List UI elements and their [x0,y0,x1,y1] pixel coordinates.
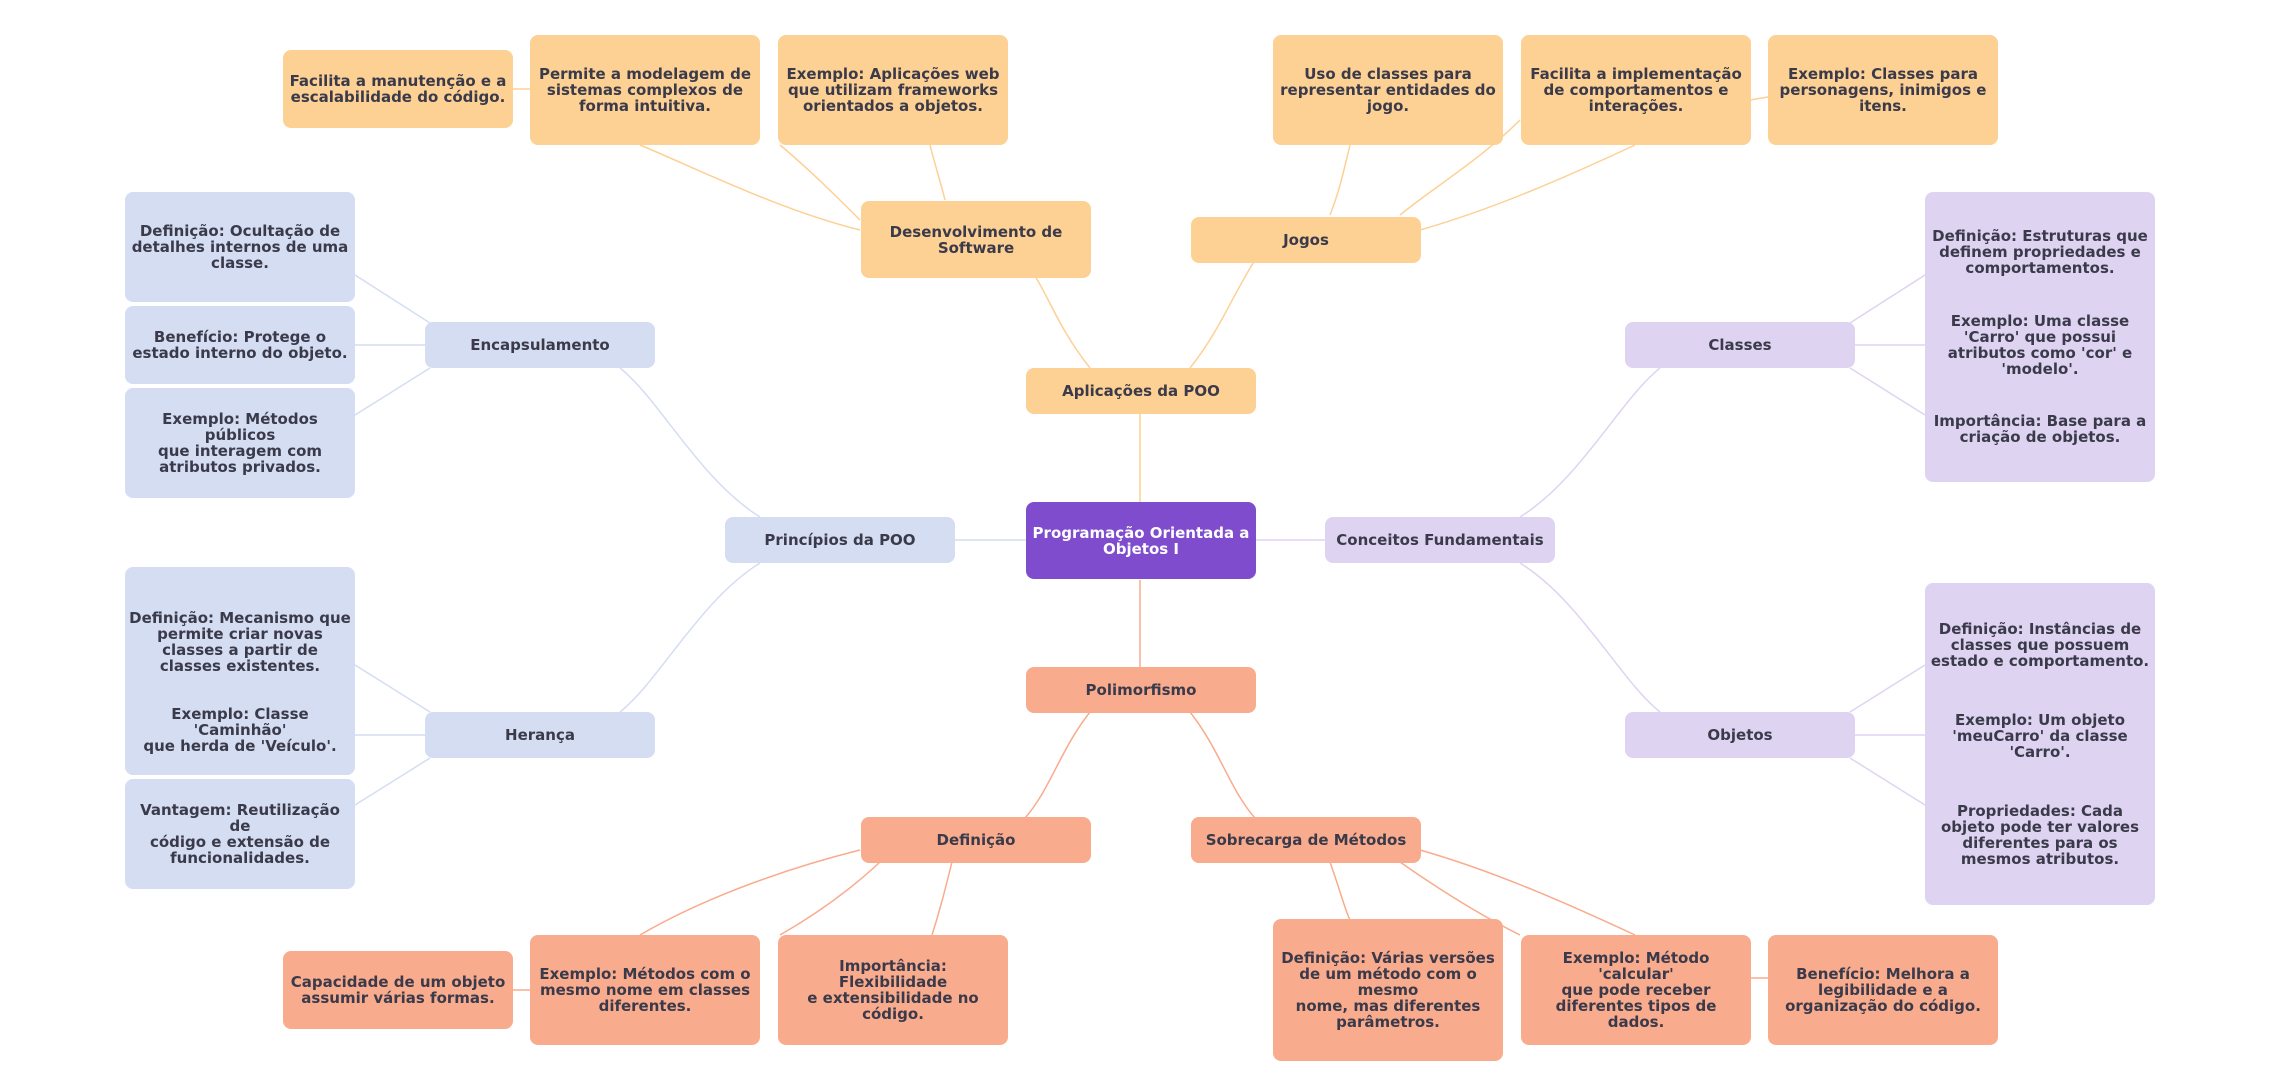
games-leaf-classes[interactable]: Uso de classes para representar entidade… [1273,35,1503,145]
leaf-text: Definição: Várias versões de um método c… [1281,949,1495,1031]
principles-topic[interactable]: Princípios da POO [725,517,955,563]
principles-topic-label: Princípios da POO [764,531,916,549]
overloading-leaf-example[interactable]: Exemplo: Método 'calcular' que pode rece… [1521,935,1751,1045]
inheritance-leaf-group-a[interactable]: Definição: Mecanismo que permite criar n… [125,567,355,775]
software-development-label: Desenvolvimento de Software [889,222,1063,257]
leaf-text: Uso de classes para representar entidade… [1280,65,1496,115]
leaf-text: Facilita a implementação de comportament… [1530,65,1742,115]
applications-topic-label: Aplicações da POO [1062,382,1220,400]
connectors-polymorphism [512,711,1768,991]
leaf-text: Propriedades: Cada objeto pode ter valor… [1940,802,2140,869]
leaf-text: Permite a modelagem de sistemas complexo… [538,65,752,115]
leaf-text: Vantagem: Reutilização de código e exten… [140,801,340,867]
objects-subtopic[interactable]: Objetos [1625,712,1855,758]
leaf-text: Exemplo: Classes para personagens, inimi… [1779,65,1987,115]
leaf-text: Exemplo: Aplicações web que utilizam fra… [786,65,1000,115]
leaf-text: Exemplo: Método 'calcular' que pode rece… [1555,949,1717,1031]
overloading-leaf-definition[interactable]: Definição: Várias versões de um método c… [1273,919,1503,1061]
leaf-text: Definição: Instâncias de classes que pos… [1930,619,2150,670]
leaf-text: Definição: Estruturas que definem propri… [1932,227,2148,278]
objects-leaves[interactable]: Definição: Instâncias de classes que pos… [1925,583,2155,905]
applications-topic[interactable]: Aplicações da POO [1026,368,1256,414]
leaf-text: Importância: Flexibilidade e extensibili… [807,957,979,1023]
encapsulation-leaf-example[interactable]: Exemplo: Métodos públicos que interagem … [125,388,355,498]
encapsulation-subtopic[interactable]: Encapsulamento [425,322,655,368]
inheritance-leaf-advantage[interactable]: Vantagem: Reutilização de código e exten… [125,779,355,889]
polymorphism-definition-subtopic[interactable]: Definição [861,817,1091,863]
games-label: Jogos [1283,231,1329,249]
encapsulation-leaf-benefit[interactable]: Benefício: Protege o estado interno do o… [125,306,355,384]
objects-label: Objetos [1707,726,1773,744]
software-leaf-modeling[interactable]: Permite a modelagem de sistemas complexo… [530,35,760,145]
leaf-text: Exemplo: Uma classe 'Carro' que possui a… [1947,311,2133,378]
concepts-topic[interactable]: Conceitos Fundamentais [1325,517,1555,563]
leaf-text: Exemplo: Métodos públicos que interagem … [157,410,323,476]
leaf-text: Exemplo: Classe 'Caminhão' que herda de … [143,704,337,755]
games-subtopic[interactable]: Jogos [1191,217,1421,263]
classes-label: Classes [1708,336,1772,354]
polymorphism-topic-label: Polimorfismo [1085,681,1197,699]
classes-leaves[interactable]: Definição: Estruturas que definem propri… [1925,192,2155,482]
overloading-leaf-benefit[interactable]: Benefício: Melhora a legibilidade e a or… [1768,935,1998,1045]
leaf-text: Exemplo: Métodos com o mesmo nome em cla… [539,965,751,1015]
encapsulation-leaf-definition[interactable]: Definição: Ocultação de detalhes interno… [125,192,355,302]
connectors-concepts [1519,274,1926,806]
software-leaf-example[interactable]: Exemplo: Aplicações web que utilizam fra… [778,35,1008,145]
leaf-text: Definição: Mecanismo que permite criar n… [129,608,351,675]
method-overloading-label: Sobrecarga de Métodos [1205,831,1407,849]
software-development-subtopic[interactable]: Desenvolvimento de Software [861,201,1091,278]
central-topic[interactable]: Programação Orientada a Objetos I [1026,502,1256,579]
leaf-text: Facilita a manutenção e a escalabilidade… [289,72,507,106]
leaf-text: Benefício: Melhora a legibilidade e a or… [1785,965,1981,1015]
connectors-applications [512,88,1769,369]
polymorphism-topic[interactable]: Polimorfismo [1026,667,1256,713]
concepts-topic-label: Conceitos Fundamentais [1336,531,1544,549]
leaf-text: Importância: Base para a criação de obje… [1933,412,2147,447]
inheritance-label: Herança [505,726,575,744]
leaf-text: Exemplo: Um objeto 'meuCarro' da classe … [1952,711,2128,762]
classes-subtopic[interactable]: Classes [1625,322,1855,368]
inheritance-subtopic[interactable]: Herança [425,712,655,758]
encapsulation-label: Encapsulamento [470,336,610,354]
connectors-principles [354,274,761,806]
polymorphism-definition-label: Definição [936,831,1016,849]
definition-leaf-importance[interactable]: Importância: Flexibilidade e extensibili… [778,935,1008,1045]
leaf-text: Capacidade de um objeto assumir várias f… [290,973,506,1007]
leaf-text: Definição: Ocultação de detalhes interno… [131,222,349,272]
games-leaf-example[interactable]: Exemplo: Classes para personagens, inimi… [1768,35,1998,145]
definition-leaf-capacity[interactable]: Capacidade de um objeto assumir várias f… [283,951,513,1029]
central-topic-label: Programação Orientada a Objetos I [1032,523,1250,558]
games-leaf-behaviours[interactable]: Facilita a implementação de comportament… [1521,35,1751,145]
software-leaf-maintenance[interactable]: Facilita a manutenção e a escalabilidade… [283,50,513,128]
method-overloading-subtopic[interactable]: Sobrecarga de Métodos [1191,817,1421,863]
definition-leaf-example[interactable]: Exemplo: Métodos com o mesmo nome em cla… [530,935,760,1045]
leaf-text: Benefício: Protege o estado interno do o… [132,328,348,362]
